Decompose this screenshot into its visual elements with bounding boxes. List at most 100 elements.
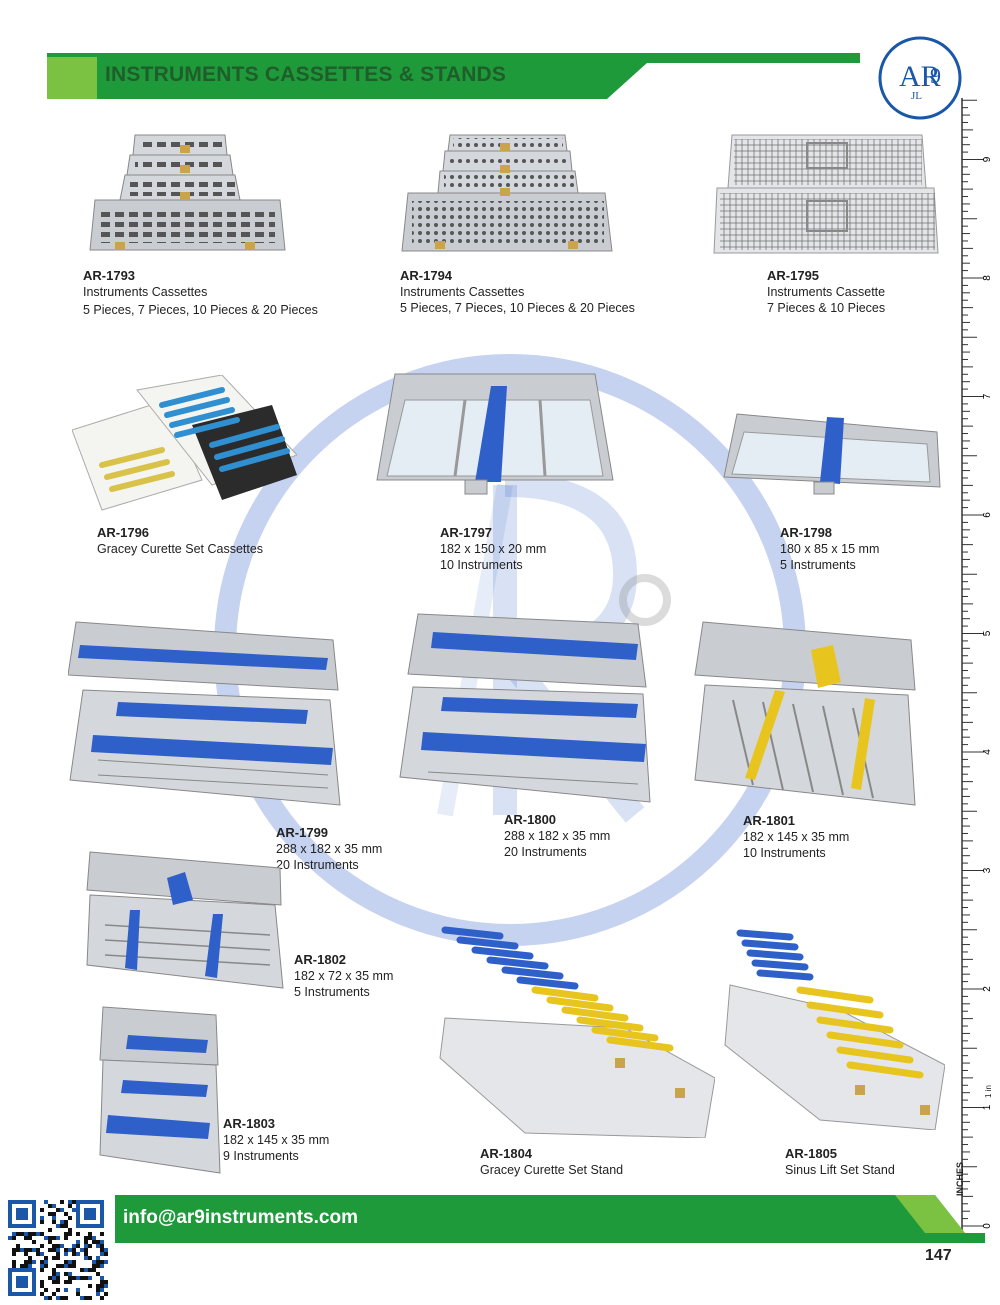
qr-module bbox=[52, 1212, 56, 1216]
qr-module bbox=[76, 1240, 80, 1244]
qr-module bbox=[48, 1296, 52, 1300]
qr-module bbox=[40, 1280, 44, 1284]
qr-module bbox=[40, 1268, 44, 1272]
qr-module bbox=[100, 1248, 104, 1252]
qr-module bbox=[40, 1220, 44, 1224]
qr-module bbox=[52, 1244, 56, 1248]
qr-module bbox=[96, 1240, 100, 1244]
product-image-ar1802 bbox=[85, 850, 285, 990]
qr-module bbox=[40, 1208, 44, 1212]
caption-ar1797: AR-1797 182 x 150 x 20 mm 10 Instruments bbox=[440, 525, 547, 572]
qr-module bbox=[48, 1228, 52, 1232]
qr-module bbox=[20, 1264, 24, 1268]
footer-email[interactable]: info@ar9instruments.com bbox=[123, 1207, 358, 1228]
qr-module bbox=[28, 1232, 32, 1236]
qr-module bbox=[52, 1216, 56, 1220]
qr-module bbox=[64, 1252, 68, 1256]
qr-module bbox=[100, 1232, 104, 1236]
qr-module bbox=[28, 1236, 32, 1240]
qr-module bbox=[28, 1256, 32, 1260]
qr-module bbox=[28, 1264, 32, 1268]
caption-ar1794: AR-1794 Instruments Cassettes 5 Pieces, … bbox=[400, 268, 635, 315]
qr-module bbox=[24, 1248, 28, 1252]
qr-module bbox=[56, 1208, 60, 1212]
qr-module bbox=[76, 1276, 80, 1280]
qr-module bbox=[92, 1240, 96, 1244]
qr-module bbox=[44, 1260, 48, 1264]
qr-module bbox=[60, 1224, 64, 1228]
qr-module bbox=[28, 1260, 32, 1264]
qr-module bbox=[68, 1272, 72, 1276]
qr-module bbox=[52, 1272, 56, 1276]
qr-module bbox=[96, 1272, 100, 1276]
qr-module bbox=[32, 1232, 36, 1236]
qr-module bbox=[88, 1296, 92, 1300]
qr-module bbox=[12, 1260, 16, 1264]
qr-module bbox=[68, 1232, 72, 1236]
ruler-number: 5 bbox=[982, 630, 993, 636]
caption-ar1795: AR-1795 Instruments Cassette 7 Pieces & … bbox=[767, 268, 886, 315]
qr-module bbox=[96, 1260, 100, 1264]
qr-module bbox=[96, 1256, 100, 1260]
qr-module bbox=[48, 1204, 52, 1208]
qr-module bbox=[64, 1220, 68, 1224]
caption-ar1801: AR-1801 182 x 145 x 35 mm 10 Instruments bbox=[743, 813, 850, 860]
ruler-number: 3 bbox=[982, 867, 993, 873]
brand-logo: AR 9 JL bbox=[875, 33, 965, 123]
qr-module bbox=[84, 1236, 88, 1240]
qr-module bbox=[80, 1296, 84, 1300]
qr-module bbox=[100, 1288, 104, 1292]
qr-module bbox=[60, 1200, 64, 1204]
qr-module bbox=[12, 1264, 16, 1268]
qr-module bbox=[16, 1244, 20, 1248]
qr-module bbox=[68, 1204, 72, 1208]
ruler-number: 9 bbox=[982, 156, 993, 162]
qr-module bbox=[64, 1264, 68, 1268]
qr-module bbox=[32, 1248, 36, 1252]
qr-module bbox=[68, 1200, 72, 1204]
caption-ar1804: AR-1804 Gracey Curette Set Stand bbox=[480, 1146, 624, 1177]
product-image-ar1800 bbox=[398, 612, 653, 807]
qr-module bbox=[48, 1276, 52, 1280]
qr-module bbox=[104, 1252, 108, 1256]
qr-finder bbox=[84, 1208, 96, 1220]
product-image-ar1805 bbox=[700, 925, 946, 1131]
qr-module bbox=[72, 1248, 76, 1252]
qr-module bbox=[44, 1288, 48, 1292]
product-image-ar1793 bbox=[85, 130, 290, 260]
qr-module bbox=[76, 1244, 80, 1248]
qr-module bbox=[96, 1284, 100, 1288]
qr-module bbox=[88, 1276, 92, 1280]
qr-module bbox=[72, 1200, 76, 1204]
qr-module bbox=[100, 1276, 104, 1280]
qr-module bbox=[88, 1232, 92, 1236]
qr-module bbox=[16, 1232, 20, 1236]
qr-module bbox=[40, 1232, 44, 1236]
qr-module bbox=[32, 1260, 36, 1264]
qr-module bbox=[84, 1240, 88, 1244]
ruler-number: 2 bbox=[982, 986, 993, 992]
qr-module bbox=[8, 1236, 12, 1240]
qr-module bbox=[68, 1276, 72, 1280]
qr-module bbox=[44, 1264, 48, 1268]
qr-module bbox=[100, 1252, 104, 1256]
qr-module bbox=[40, 1260, 44, 1264]
qr-module bbox=[52, 1280, 56, 1284]
qr-module bbox=[104, 1248, 108, 1252]
caption-ar1803: AR-1803 182 x 145 x 35 mm 9 Instruments bbox=[223, 1116, 330, 1163]
qr-finder bbox=[16, 1276, 28, 1288]
product-image-ar1795 bbox=[712, 133, 940, 258]
caption-ar1802: AR-1802 182 x 72 x 35 mm 5 Instruments bbox=[294, 952, 394, 999]
qr-module bbox=[40, 1264, 44, 1268]
qr-module bbox=[84, 1276, 88, 1280]
qr-module bbox=[56, 1224, 60, 1228]
qr-code-icon[interactable] bbox=[8, 1200, 108, 1300]
qr-module bbox=[64, 1212, 68, 1216]
qr-module bbox=[40, 1252, 44, 1256]
qr-module bbox=[44, 1200, 48, 1204]
qr-module bbox=[72, 1208, 76, 1212]
qr-module bbox=[72, 1260, 76, 1264]
caption-ar1796: AR-1796 Gracey Curette Set Cassettes bbox=[97, 525, 264, 556]
header-banner: INSTRUMENTS CASSETTES & STANDS bbox=[47, 53, 860, 99]
